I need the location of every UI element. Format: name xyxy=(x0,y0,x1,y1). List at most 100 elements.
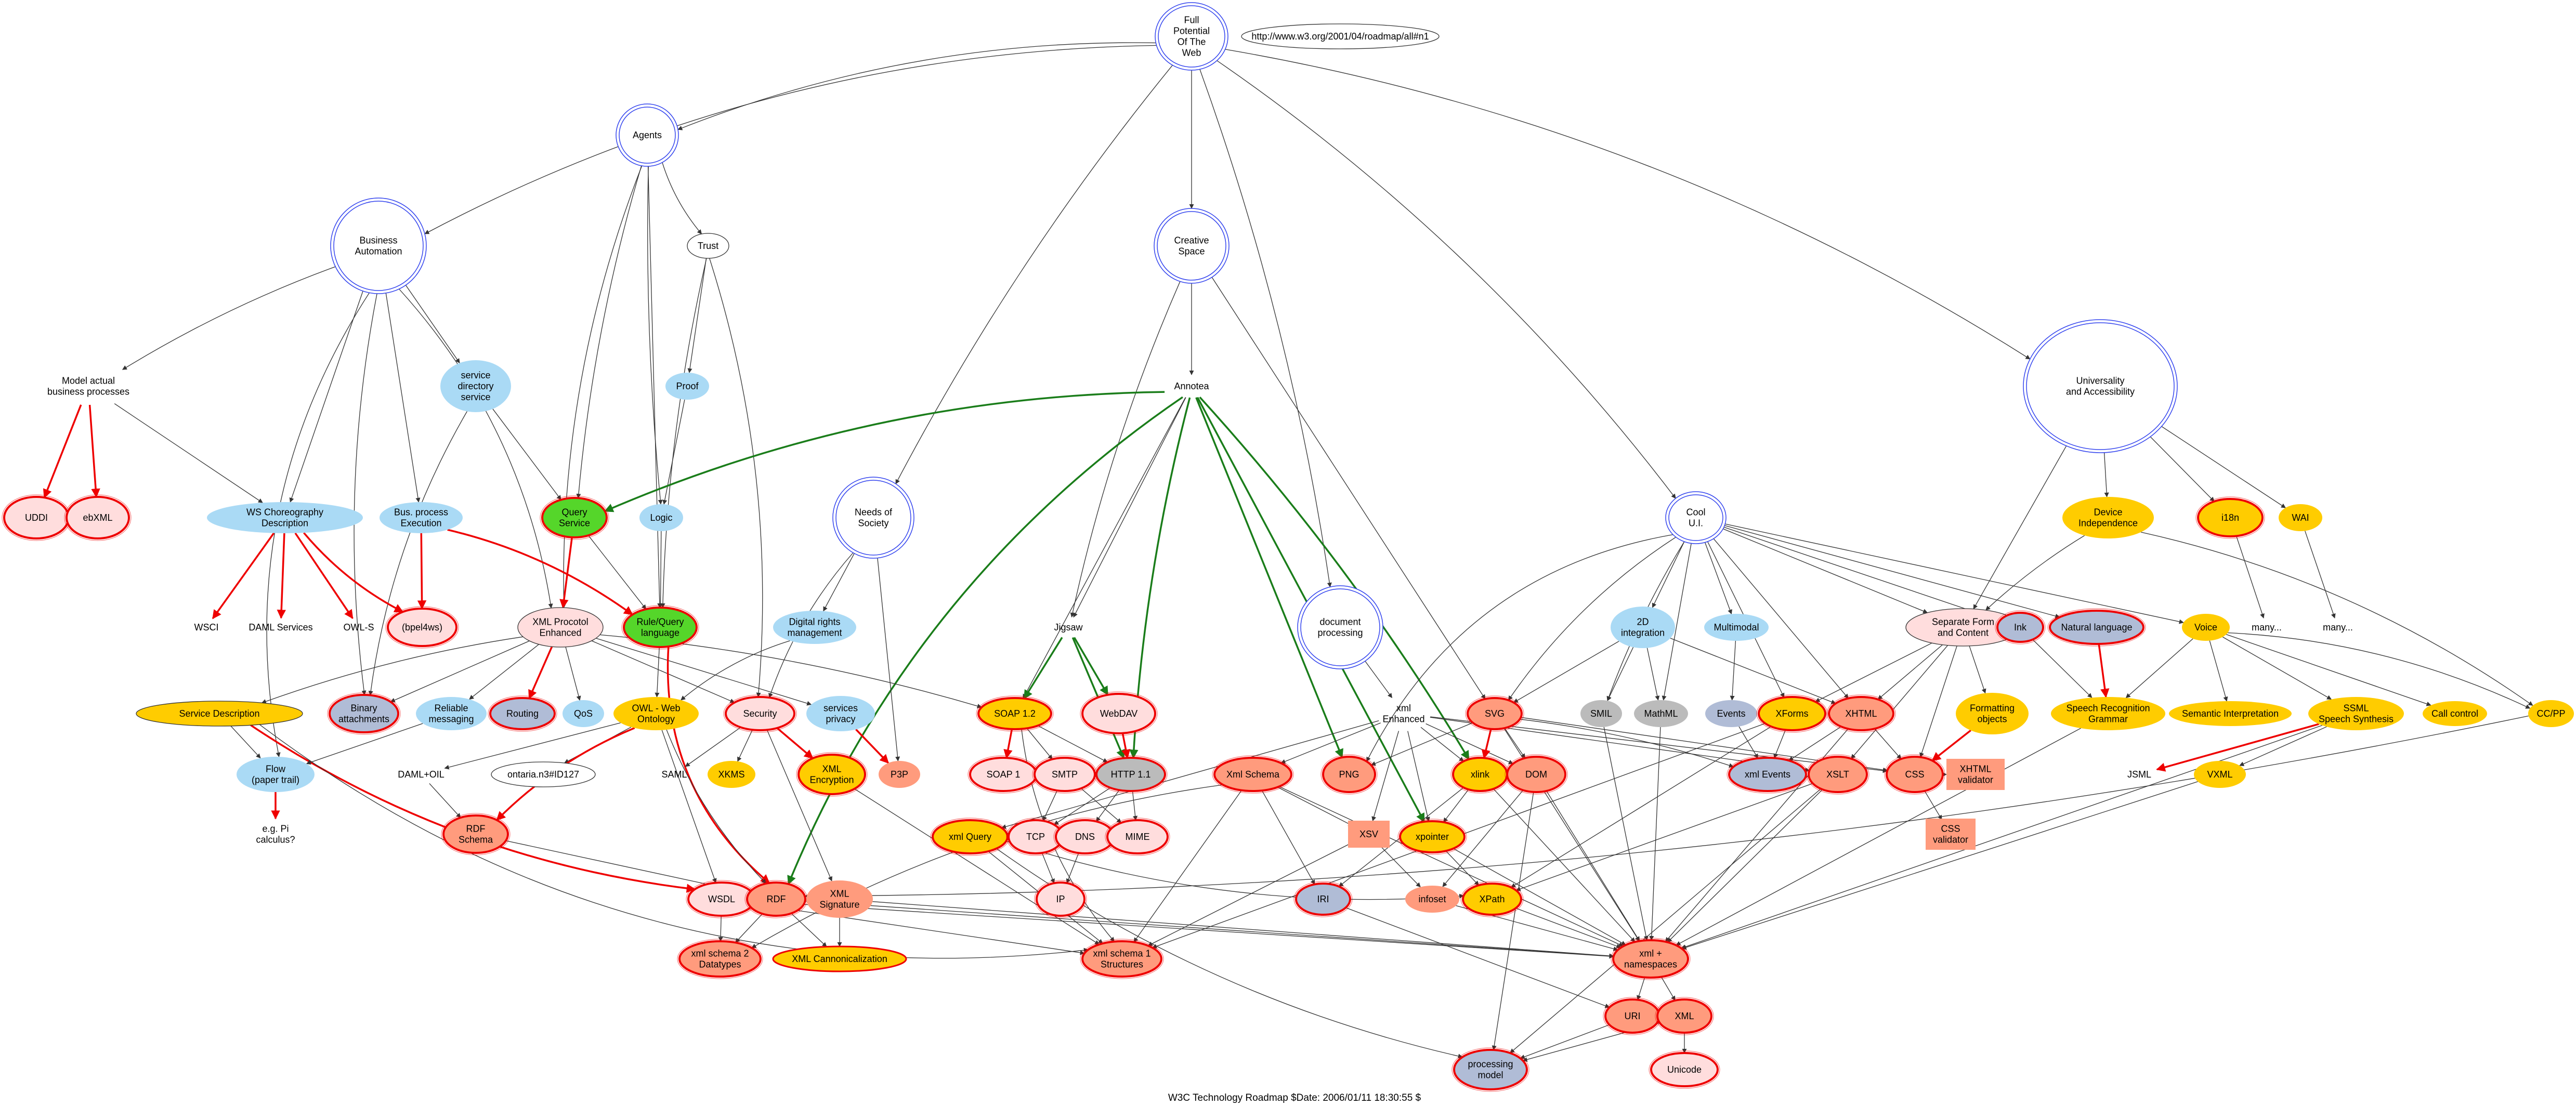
node-many1[interactable]: many... xyxy=(2252,622,2282,633)
node-events[interactable]: Events xyxy=(1705,700,1757,727)
node-url-note[interactable]: http://www.w3.org/2001/04/roadmap/all#n1 xyxy=(1241,23,1440,49)
node-soap1[interactable]: SOAP 1 xyxy=(967,755,1039,794)
node-wai[interactable]: WAI xyxy=(2279,504,2322,531)
node-service-description[interactable]: Service Description xyxy=(136,701,303,727)
node-unicode[interactable]: Unicode xyxy=(1649,1050,1720,1089)
node-ontaria[interactable]: ontaria.n3#ID127 xyxy=(491,761,596,787)
node-xml-schema[interactable]: Xml Schema xyxy=(1212,755,1294,794)
node-call-control[interactable]: Call control xyxy=(2423,701,2487,726)
node-bpel4ws[interactable]: (bpel4ws) xyxy=(385,606,459,649)
node-daml-services[interactable]: DAML Services xyxy=(249,622,312,633)
node-xml-query[interactable]: xml Query xyxy=(930,818,1010,856)
node-svg[interactable]: SVG xyxy=(1465,695,1524,732)
node-daml-oil[interactable]: DAML+OIL xyxy=(398,769,444,780)
node-xhtml[interactable]: XHTML xyxy=(1826,694,1896,733)
node-soap12[interactable]: SOAP 1.2 xyxy=(976,695,1054,732)
node-iri[interactable]: IRI xyxy=(1293,881,1353,917)
node-webdav[interactable]: WebDAV xyxy=(1080,691,1158,736)
node-xkms[interactable]: XKMS xyxy=(708,761,755,788)
node-qos[interactable]: QoS xyxy=(563,700,604,727)
node-rdf[interactable]: RDF xyxy=(744,880,808,918)
node-xpath[interactable]: XPath xyxy=(1460,881,1524,917)
node-jsml[interactable]: JSML xyxy=(2127,769,2151,780)
node-smil[interactable]: SMIL xyxy=(1580,700,1622,727)
node-xsv[interactable]: XSV xyxy=(1348,821,1390,848)
node-xlink[interactable]: xlink xyxy=(1450,755,1510,794)
node-ink[interactable]: Ink xyxy=(1995,610,2046,644)
node-xml[interactable]: XML xyxy=(1655,997,1714,1035)
node-ccpp[interactable]: CC/PP xyxy=(2528,700,2574,727)
node-xml-namespaces[interactable]: xml +namespaces xyxy=(1611,938,1691,980)
node-ebxml[interactable]: ebXML xyxy=(64,494,132,541)
node-xpointer[interactable]: xpointer xyxy=(1397,819,1467,855)
node-xslt[interactable]: XSLT xyxy=(1806,754,1869,795)
node-saml[interactable]: SAML xyxy=(661,769,687,780)
node-xforms[interactable]: XForms xyxy=(1756,694,1828,733)
node-http11[interactable]: HTTP 1.1 xyxy=(1094,755,1168,794)
node-dom[interactable]: DOM xyxy=(1505,754,1568,795)
node-proof[interactable]: Proof xyxy=(665,373,709,400)
node-semantic-interpretation[interactable]: Semantic Interpretation xyxy=(2169,701,2292,726)
node-uri[interactable]: URI xyxy=(1603,997,1662,1035)
node-security[interactable]: Security xyxy=(723,694,797,733)
node-vxml[interactable]: VXML xyxy=(2194,761,2246,788)
node-trust[interactable]: Trust xyxy=(687,233,729,259)
node-flow[interactable]: Flow(paper trail) xyxy=(237,757,315,792)
node-wsdl[interactable]: WSDL xyxy=(686,880,757,918)
node-logic[interactable]: Logic xyxy=(639,504,683,531)
node-uddi[interactable]: UDDI xyxy=(2,494,71,541)
node-wsci[interactable]: WSCI xyxy=(194,622,219,633)
node-multimodal[interactable]: Multimodal xyxy=(1704,614,1769,641)
node-agents[interactable]: Agents xyxy=(616,103,679,167)
node-mathml[interactable]: MathML xyxy=(1634,700,1688,727)
node-xml-events[interactable]: xml Events xyxy=(1727,755,1809,794)
node-voice[interactable]: Voice xyxy=(2182,614,2230,641)
node-owl-s[interactable]: OWL-S xyxy=(343,622,374,633)
node-png[interactable]: PNG xyxy=(1320,754,1378,795)
node-routing[interactable]: Routing xyxy=(488,695,557,732)
node-i18n[interactable]: i18n xyxy=(2195,496,2265,539)
node-p3p[interactable]: P3P xyxy=(879,761,920,788)
node-annotea[interactable]: Annotea xyxy=(1174,381,1209,391)
node-natural-language[interactable]: Natural language xyxy=(2047,608,2146,647)
node-xml-canonicalization[interactable]: XML Cannonicalization xyxy=(772,945,907,972)
node-many2[interactable]: many... xyxy=(2323,622,2353,633)
node-css[interactable]: CSS xyxy=(1884,754,1945,795)
node-mime[interactable]: MIME xyxy=(1105,818,1170,856)
node-infoset[interactable]: infoset xyxy=(1405,886,1459,913)
